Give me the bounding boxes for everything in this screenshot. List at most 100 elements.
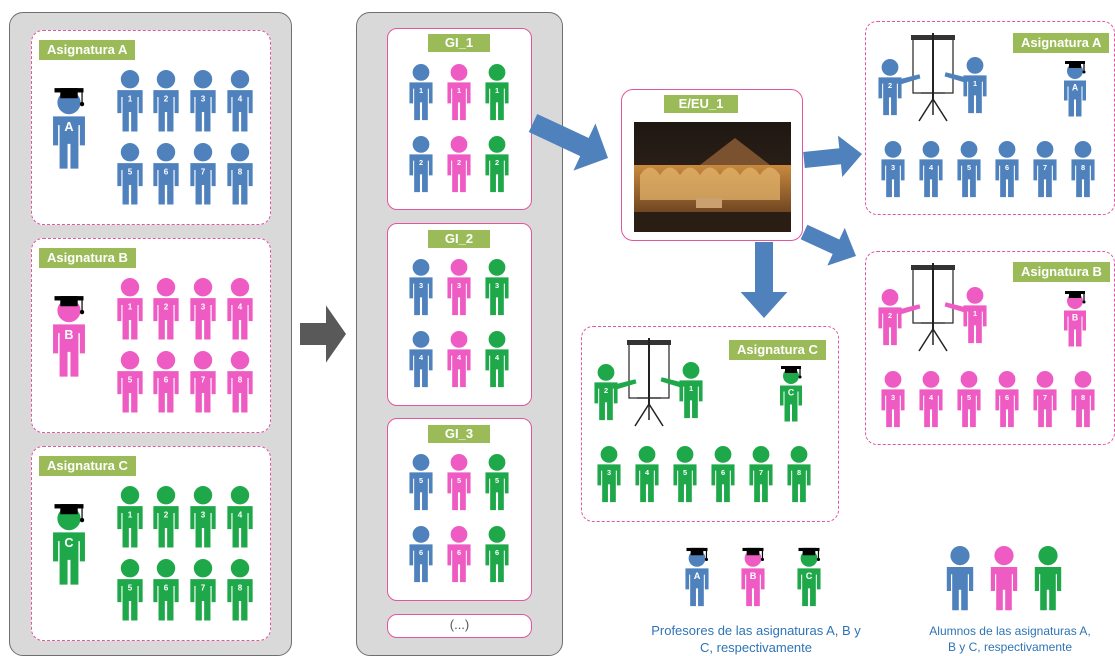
result-card-a — [865, 21, 1115, 215]
presenter-icon: 1 — [944, 287, 987, 344]
person-number-label: 3 — [891, 163, 895, 172]
student-icon: 6 — [711, 446, 735, 503]
person-number-label: 8 — [1081, 163, 1085, 172]
student-icon: 5 — [673, 446, 697, 503]
person-number-label: 3 — [201, 511, 206, 520]
person-number-label: 8 — [238, 584, 243, 593]
person-number-label: 1 — [973, 309, 977, 318]
person-number-label: 6 — [419, 548, 423, 557]
group-2-title: GI_2 — [428, 230, 490, 248]
person-number-label: C — [806, 571, 813, 581]
person-number-label: 3 — [607, 468, 611, 477]
person-number-label: 6 — [457, 548, 461, 557]
flow-arrows — [300, 113, 862, 363]
person-number-label: 6 — [495, 548, 499, 557]
group-3-title: GI_3 — [428, 425, 490, 443]
projector-screen-icon — [911, 33, 955, 122]
student-icon: 6 — [485, 526, 509, 583]
student-icon: 5 — [409, 454, 433, 511]
student-icon: 8 — [227, 143, 253, 205]
teacher-icon: C — [780, 366, 802, 422]
person-number-label: 1 — [495, 86, 499, 95]
person-number-label: 1 — [128, 511, 133, 520]
teacher-icon: B — [53, 296, 85, 377]
person-number-label: 2 — [604, 386, 608, 395]
person-number-label: 6 — [721, 468, 725, 477]
person-number-label: 6 — [164, 584, 169, 593]
more-groups-label: (...) — [449, 617, 470, 632]
person-number-label: 6 — [164, 168, 169, 177]
student-icon: 6 — [995, 141, 1019, 198]
person-number-label: 4 — [238, 95, 243, 104]
panel-flow-arrow — [300, 305, 346, 363]
student-icon: 8 — [1071, 141, 1095, 198]
teacher-icon: A — [685, 547, 709, 607]
student-icon: 5 — [117, 143, 143, 205]
person-number-label: 7 — [201, 584, 206, 593]
student-icon: 6 — [153, 351, 179, 413]
alhambra-photo — [634, 122, 791, 232]
subject-b-title: Asignatura B — [39, 248, 136, 268]
person-number-label: 7 — [1043, 393, 1047, 402]
person-number-label: 7 — [201, 376, 206, 385]
person-number-label: 2 — [164, 303, 169, 312]
person-number-label: B — [64, 328, 73, 342]
person-number-label: 4 — [238, 511, 243, 520]
student-icon: 4 — [485, 331, 509, 388]
person-number-label: 1 — [419, 86, 423, 95]
student-icon: 7 — [190, 559, 216, 621]
person-number-label: 5 — [419, 476, 423, 485]
person-number-label: 3 — [495, 281, 499, 290]
student-icon: 8 — [227, 351, 253, 413]
person-number-label: 1 — [128, 95, 133, 104]
student-icon: 8 — [787, 446, 811, 503]
group-1-title: GI_1 — [428, 34, 490, 52]
result-c-title: Asignatura C — [729, 340, 826, 360]
person-number-label: 5 — [495, 476, 499, 485]
student-legend-icon — [1034, 546, 1062, 611]
person-number-label: 7 — [759, 468, 763, 477]
student-icon: 4 — [227, 278, 253, 340]
student-legend-icon — [990, 546, 1018, 611]
student-icon: 3 — [190, 70, 216, 132]
person-number-label: 2 — [888, 81, 892, 90]
person-number-label: 4 — [645, 468, 650, 477]
person-number-label: 4 — [929, 393, 934, 402]
student-icon: 2 — [485, 136, 509, 193]
student-icon: 8 — [227, 559, 253, 621]
center-title: E/EU_1 — [664, 95, 738, 113]
person-number-label: 3 — [201, 303, 206, 312]
person-number-label: A — [694, 571, 701, 581]
student-icon: 2 — [153, 278, 179, 340]
student-icon: 5 — [957, 371, 981, 428]
student-icon: 3 — [190, 486, 216, 548]
teacher-icon: A — [1064, 61, 1086, 117]
person-number-label: 5 — [128, 168, 133, 177]
person-number-label: 6 — [1005, 163, 1009, 172]
person-number-label: B — [750, 571, 757, 581]
group-card-more — [387, 614, 532, 638]
person-number-label: 5 — [967, 393, 971, 402]
student-icon: 5 — [447, 454, 471, 511]
presenter-icon: 2 — [878, 59, 921, 116]
person-number-label: 8 — [1081, 393, 1085, 402]
person-number-label: 5 — [128, 376, 133, 385]
student-icon: 2 — [447, 136, 471, 193]
student-icon: 8 — [1071, 371, 1095, 428]
person-number-label: 1 — [128, 303, 133, 312]
student-icon: 5 — [117, 351, 143, 413]
student-icon: 1 — [447, 64, 471, 121]
person-number-label: B — [1072, 313, 1078, 323]
person-number-label: 2 — [419, 158, 423, 167]
student-icon: 1 — [117, 486, 143, 548]
person-number-label: 3 — [891, 393, 895, 402]
person-number-label: A — [1072, 83, 1079, 93]
center-to-a-arrow — [803, 135, 862, 177]
student-icon: 1 — [117, 278, 143, 340]
person-number-label: 1 — [457, 86, 461, 95]
person-number-label: 2 — [888, 311, 892, 320]
person-number-label: 6 — [164, 376, 169, 385]
person-number-label: 2 — [164, 511, 169, 520]
student-icon: 3 — [409, 259, 433, 316]
